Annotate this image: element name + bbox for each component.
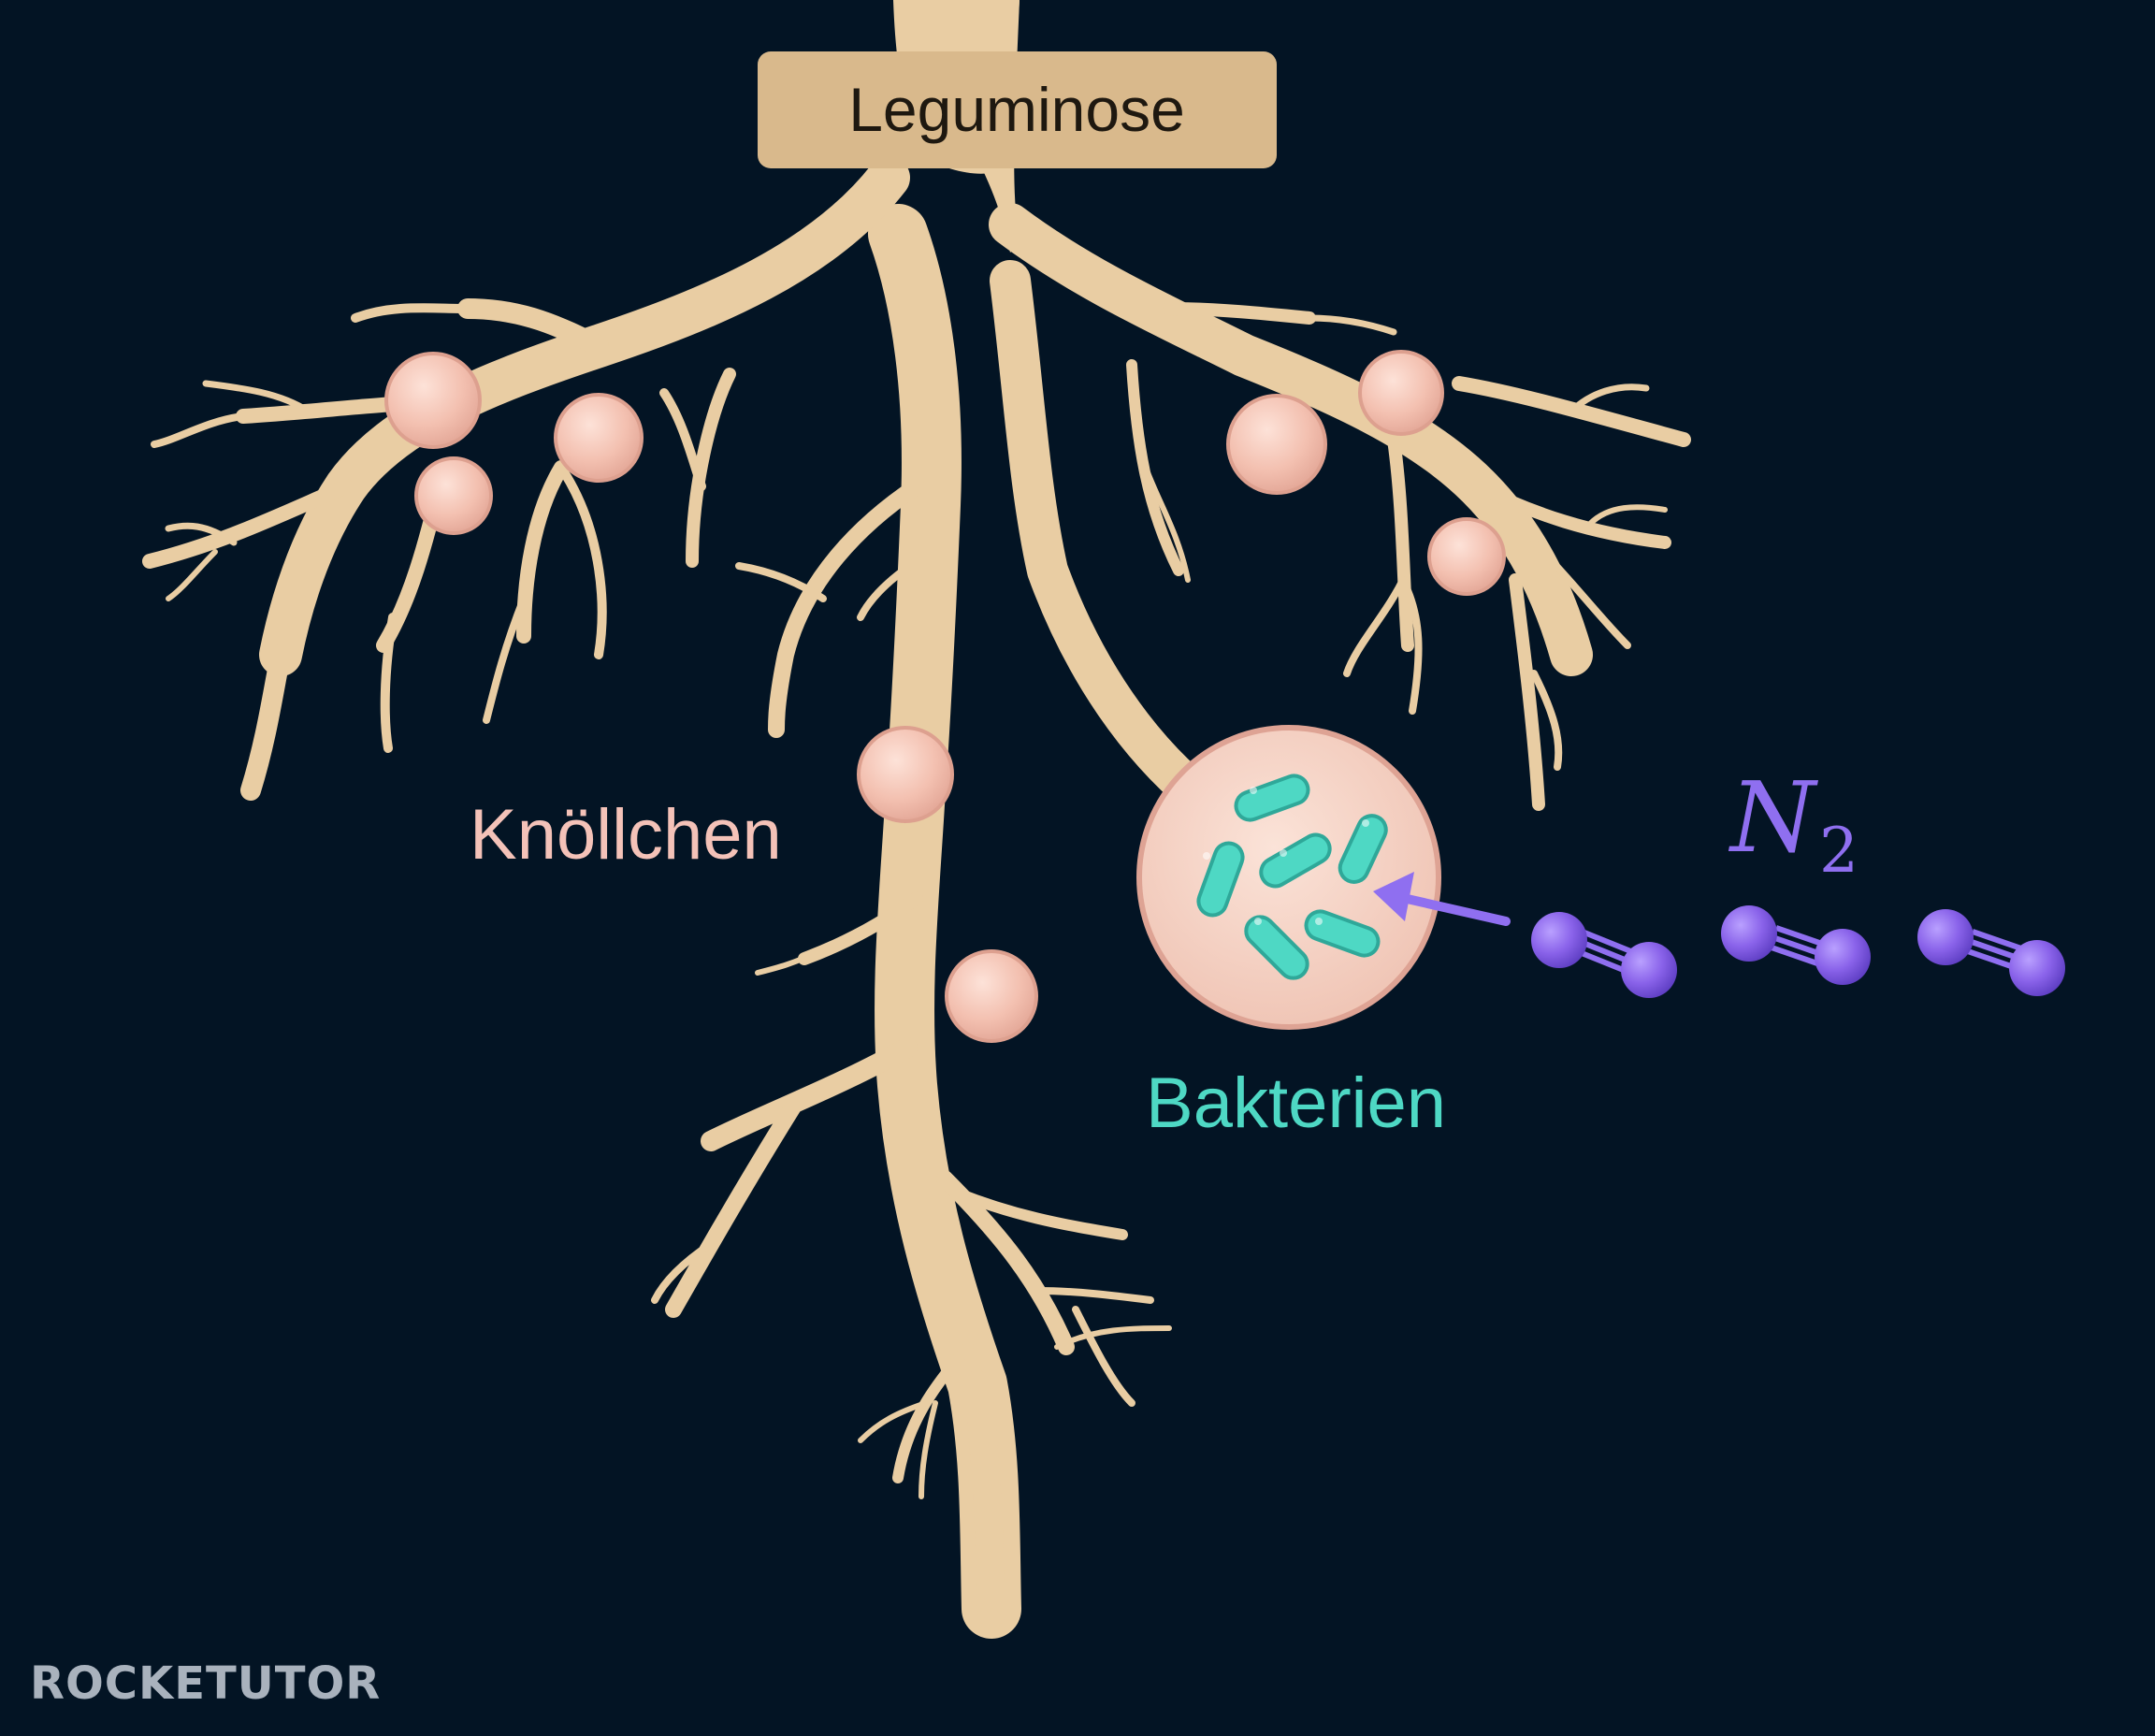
bacteria-icon: [1196, 774, 1388, 980]
plant-label-box: [758, 51, 1277, 168]
nodules-label: Knöllchen: [470, 795, 782, 875]
n2-molecule-icon: [1917, 909, 2065, 996]
arrow-icon: [1373, 872, 1511, 926]
nodule-icon: [1427, 517, 1506, 596]
nodule-icon: [1226, 394, 1327, 495]
nitrogen-label: N2: [1728, 760, 1859, 887]
nodules-group: [384, 350, 1506, 1043]
nodule-icon: [554, 393, 644, 483]
plant-label: Leguminose: [848, 75, 1185, 144]
nodule-icon: [414, 456, 493, 535]
nodule-icon: [945, 949, 1038, 1043]
bacteria-label: Bakterien: [1146, 1063, 1446, 1143]
watermark-logo: ROCKETUTOR: [30, 1657, 381, 1710]
n2-molecules: [1531, 905, 2065, 998]
nodule-icon: [384, 352, 482, 449]
nodule-icon: [1358, 350, 1444, 436]
n2-molecule-icon: [1531, 912, 1677, 998]
bacteria-nodule: [1136, 725, 1441, 1030]
nodule-icon: [857, 726, 954, 823]
n2-molecule-icon: [1721, 905, 1871, 985]
